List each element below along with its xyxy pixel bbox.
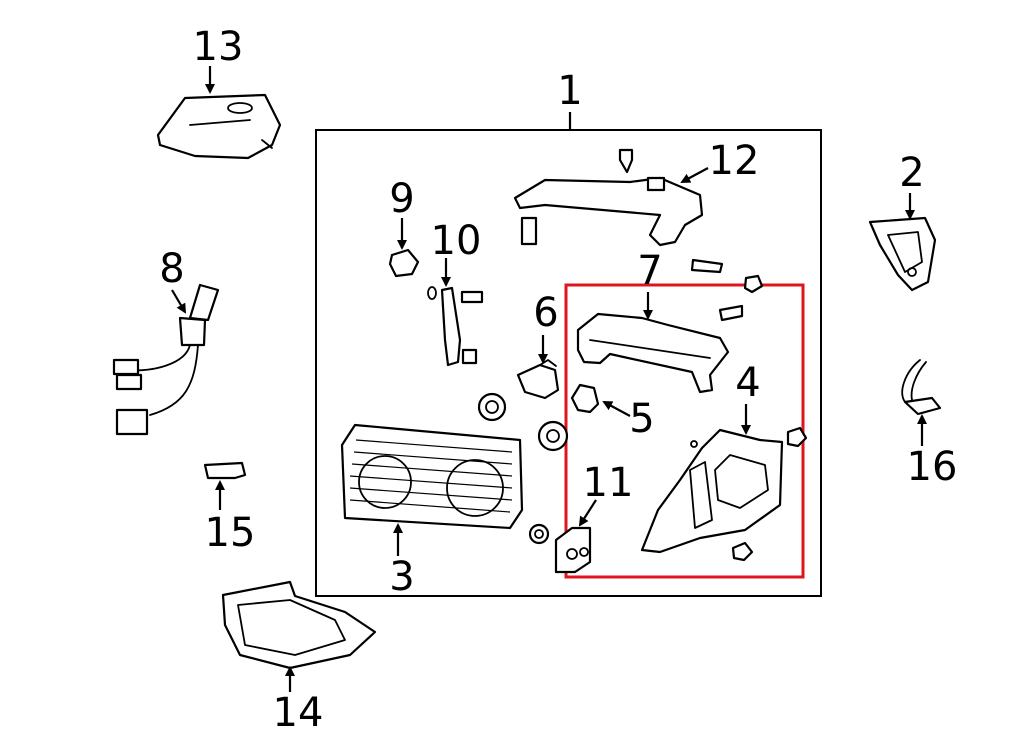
part-16-socket	[901, 359, 942, 416]
leader-8	[171, 289, 187, 314]
callout-3: 3	[389, 554, 414, 600]
part-11-bracket	[554, 526, 592, 574]
part-5-socket	[570, 383, 600, 414]
part-7-housing	[576, 312, 730, 394]
callout-2: 2	[899, 150, 924, 196]
part-12-bracket	[513, 148, 704, 247]
callout-14: 14	[273, 690, 324, 736]
callout-11: 11	[583, 460, 634, 506]
leader-11	[578, 499, 597, 527]
callout-9: 9	[389, 176, 414, 222]
callout-5: 5	[629, 396, 654, 442]
callout-6: 6	[533, 290, 558, 336]
part-15-clip	[203, 461, 247, 480]
part-13-cover	[156, 93, 282, 160]
leader-12	[680, 167, 709, 183]
leader-5	[602, 401, 631, 417]
part-2-bracket	[868, 216, 937, 292]
part-8-harness	[112, 283, 220, 436]
callout-12: 12	[709, 138, 760, 184]
callout-10: 10	[431, 218, 482, 264]
part-4-housing	[640, 258, 808, 562]
callout-13: 13	[193, 24, 244, 70]
callout-1: 1	[557, 68, 582, 114]
part-14-bezel	[221, 580, 377, 670]
part-6-bulb	[516, 359, 560, 400]
part-9-nut	[388, 248, 420, 278]
part-3-lens	[340, 423, 524, 530]
callout-8: 8	[159, 246, 184, 292]
callout-16: 16	[907, 444, 958, 490]
grommets	[477, 392, 569, 545]
part-10-adjuster	[427, 286, 484, 367]
callout-4: 4	[735, 360, 760, 406]
callout-15: 15	[205, 510, 256, 556]
callout-7: 7	[637, 248, 662, 294]
